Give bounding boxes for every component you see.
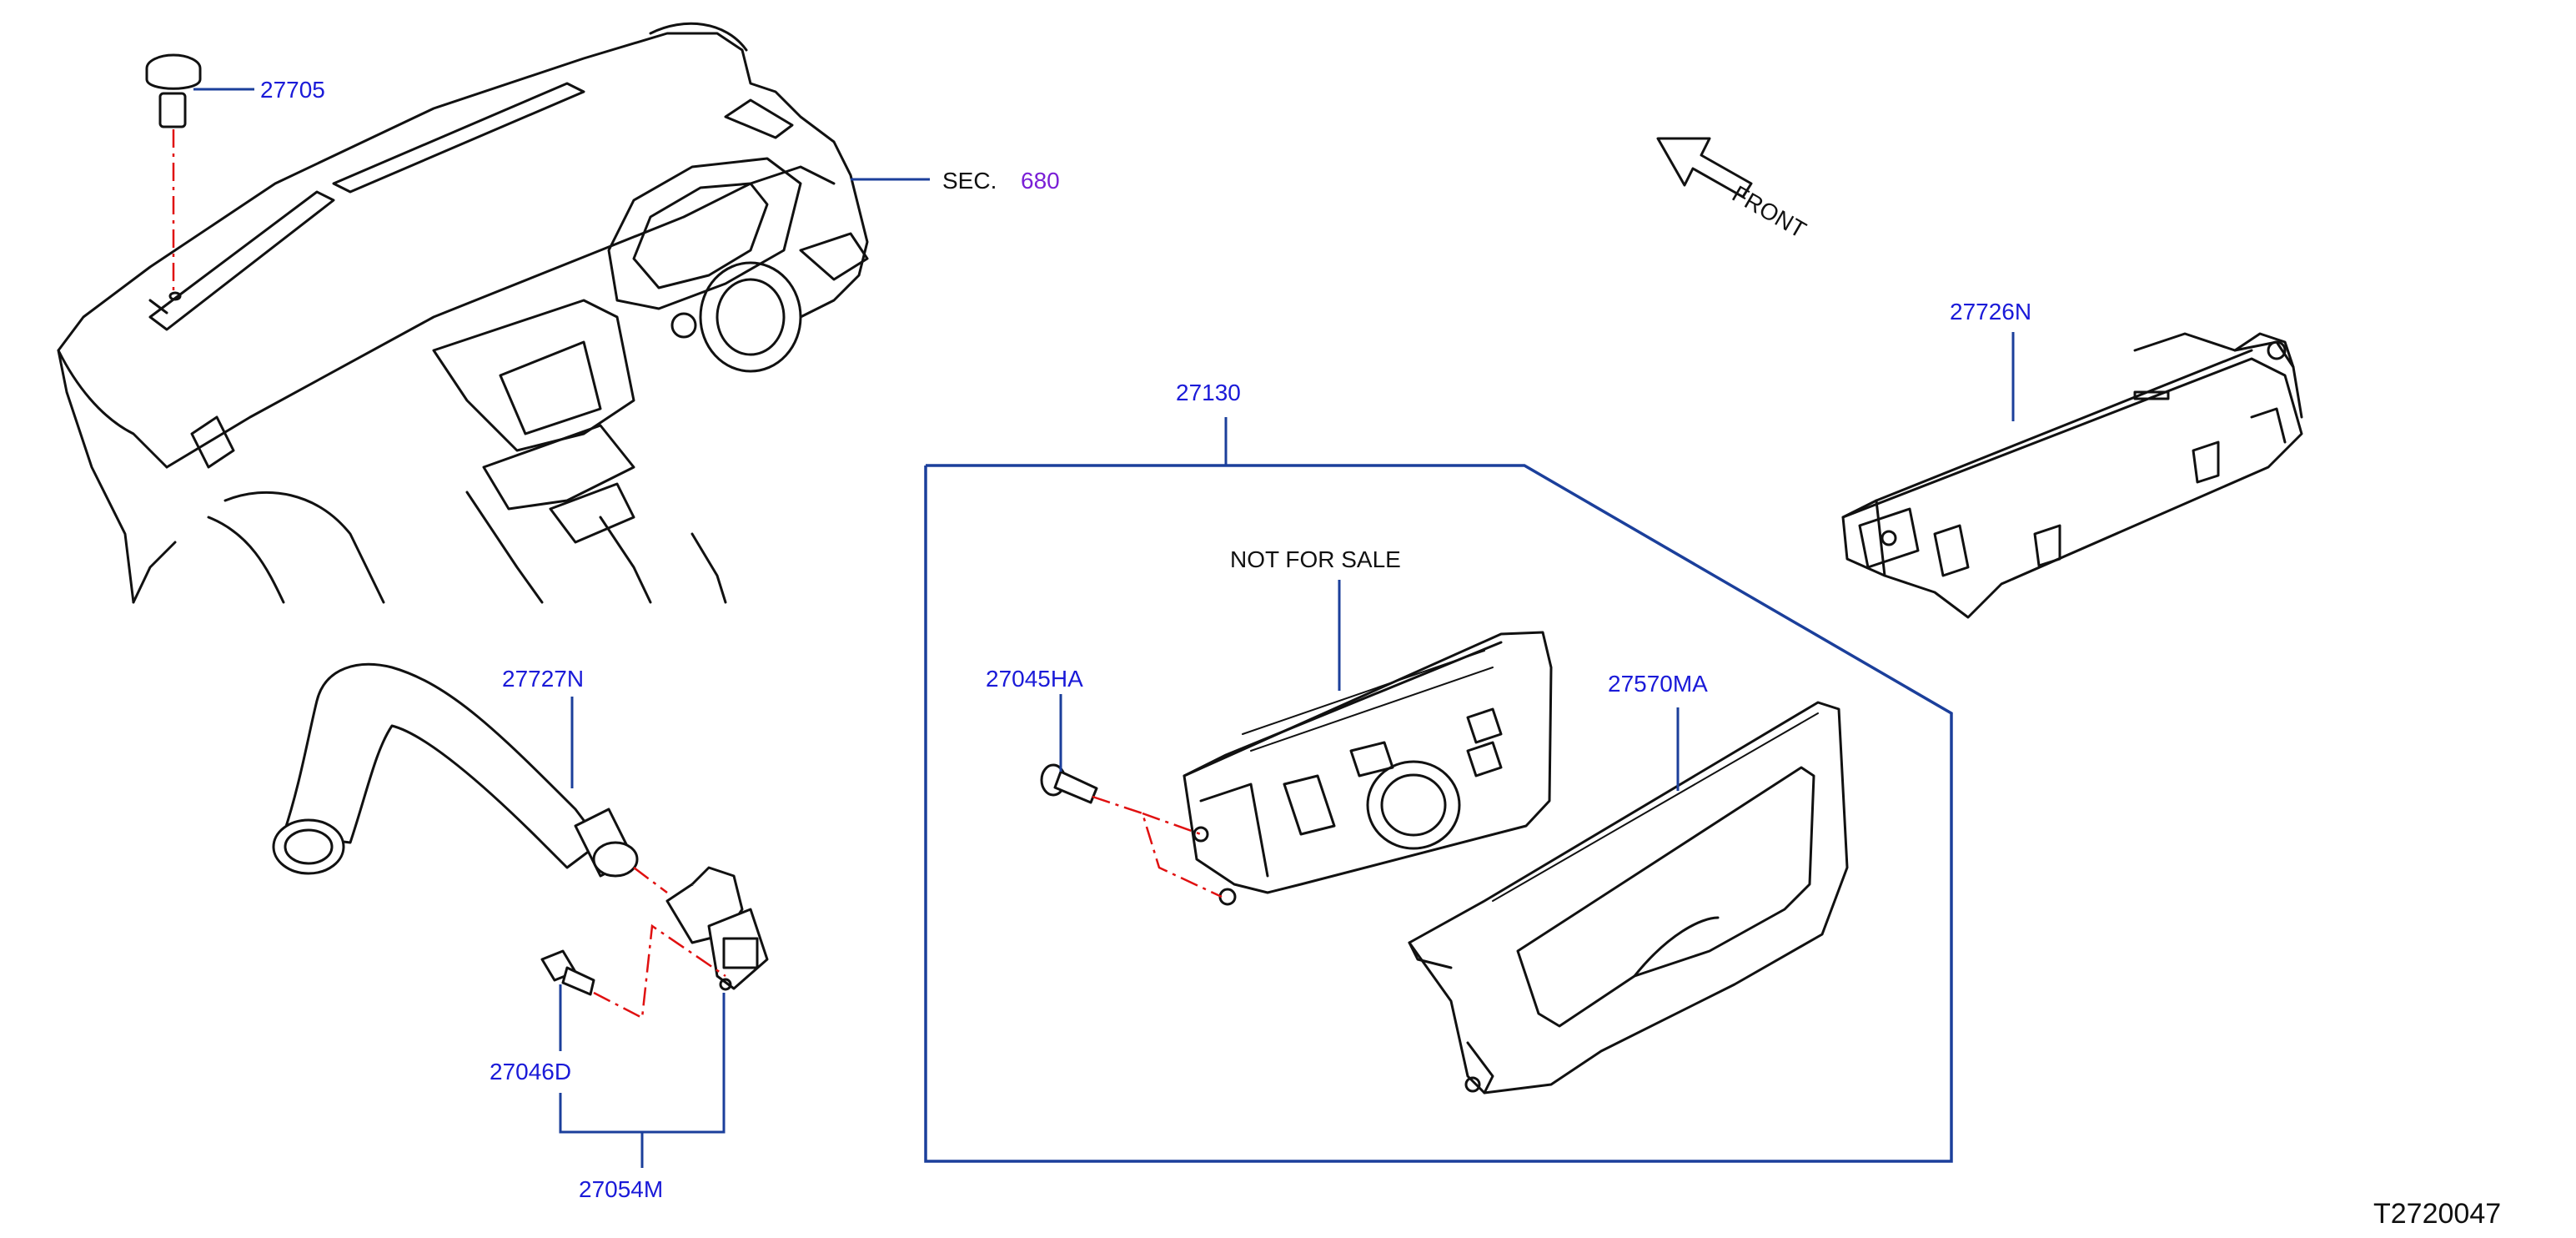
screw-illustration — [1040, 763, 1098, 804]
not-for-sale-note: NOT FOR SALE — [1230, 546, 1401, 572]
section-number[interactable]: 680 — [1021, 168, 1060, 194]
diagram-id: T2720047 — [2373, 1198, 2501, 1230]
group-part-number: 27130 — [1176, 380, 1241, 405]
control-unit-illustration — [1183, 631, 1553, 906]
screw-installation-line-2 — [1142, 812, 1202, 836]
sensor-illustration — [665, 866, 769, 991]
sensor-hose-line — [633, 867, 668, 893]
hose-duct-illustration — [272, 662, 639, 878]
bolt-part-number: 27046D — [490, 1059, 571, 1085]
bolt-illustration — [540, 949, 595, 996]
section-prefix: SEC. — [942, 168, 997, 194]
group-outline — [924, 464, 1953, 1163]
screw-part-number: 27045HA — [986, 666, 1083, 692]
clip-part-number: 27705 — [260, 77, 325, 103]
front-label: FRONT — [1728, 180, 1810, 243]
amplifier-part-number: 27726N — [1950, 299, 2031, 325]
instrument-panel-illustration — [57, 22, 869, 604]
screw-installation-line — [1092, 795, 1223, 898]
finisher-panel-illustration — [1408, 701, 1849, 1095]
hose-part-number: 27727N — [502, 666, 584, 692]
sensor-bolt-line — [593, 923, 726, 1019]
amplifier-unit-illustration — [1841, 332, 2303, 619]
sensor-assembly-part-number: 27054M — [579, 1176, 663, 1202]
front-direction-arrow: FRONT — [1656, 137, 1810, 243]
finisher-part-number: 27570MA — [1608, 671, 1708, 697]
clip-part-icon — [145, 53, 202, 128]
